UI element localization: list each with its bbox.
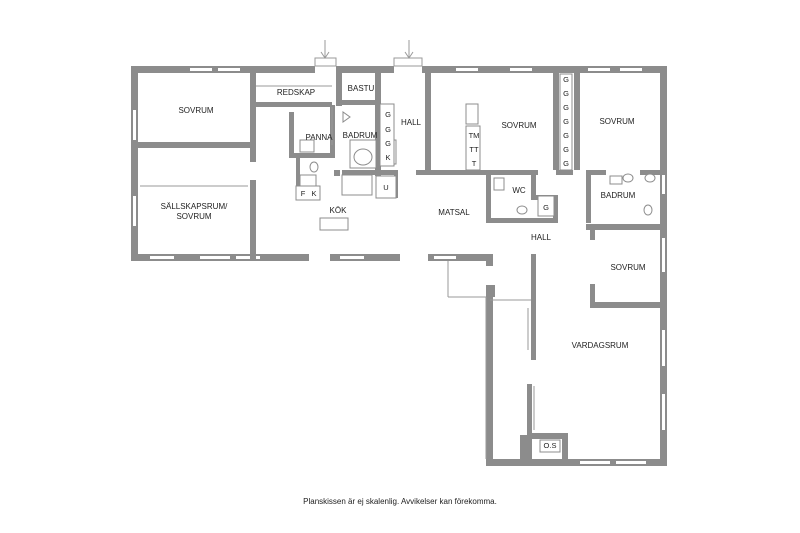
room-label-sovrum-3: SOVRUM bbox=[599, 117, 634, 126]
room-label-panna: PANNA bbox=[306, 133, 334, 142]
oven-label: U bbox=[383, 183, 388, 192]
wardrobe-label: G bbox=[563, 75, 569, 84]
windows bbox=[133, 68, 665, 464]
washer-label: TM bbox=[469, 131, 480, 140]
room-label-hall-1: HALL bbox=[401, 118, 422, 127]
room-label-bastu: BASTU bbox=[348, 84, 375, 93]
kitchen-label: K bbox=[385, 153, 390, 162]
wardrobe-label: G bbox=[385, 110, 391, 119]
room-label-redskap: REDSKAP bbox=[277, 88, 315, 97]
wardrobe-label: G bbox=[563, 103, 569, 112]
dryer-label: T bbox=[472, 159, 477, 168]
entrance-arrows bbox=[314, 40, 423, 67]
wardrobe-label: G bbox=[563, 159, 569, 168]
fixture-labels: G G G K TM TT T G G G G G G G F K U G O.… bbox=[301, 75, 569, 450]
room-label-badrum-1: BADRUM bbox=[343, 131, 378, 140]
fireplace-label: O.S bbox=[544, 441, 557, 450]
outer-walls bbox=[131, 66, 667, 466]
interior-walls bbox=[131, 66, 667, 466]
wardrobe-label: G bbox=[385, 125, 391, 134]
room-label-sovrum-2: SOVRUM bbox=[501, 121, 536, 130]
room-label-sallskapsrum-line2: SOVRUM bbox=[176, 212, 211, 221]
wardrobe-label: G bbox=[563, 117, 569, 126]
room-label-sovrum-4: SOVRUM bbox=[610, 263, 645, 272]
wardrobe-label: G bbox=[563, 145, 569, 154]
fridge-label: F bbox=[301, 189, 306, 198]
thin-lines bbox=[140, 73, 656, 459]
room-label-badrum-2: BADRUM bbox=[601, 191, 636, 200]
wardrobe-label: G bbox=[543, 203, 549, 212]
disclaimer-text: Planskissen är ej skalenlig. Avvikelser … bbox=[303, 497, 497, 506]
room-label-vardagsrum: VARDAGSRUM bbox=[572, 341, 629, 350]
freezer-label: K bbox=[311, 189, 316, 198]
room-label-sallskapsrum-line1: SÄLLSKAPSRUM/ bbox=[161, 202, 228, 211]
wardrobe-label: G bbox=[563, 131, 569, 140]
room-label-hall-2: HALL bbox=[531, 233, 552, 242]
room-label-sovrum-1: SOVRUM bbox=[178, 106, 213, 115]
wardrobe-label: G bbox=[563, 89, 569, 98]
room-label-matsal: MATSAL bbox=[438, 208, 470, 217]
room-label-kok: KÖK bbox=[330, 206, 348, 215]
room-label-wc: WC bbox=[512, 186, 526, 195]
drying-cabinet-label: TT bbox=[469, 145, 479, 154]
wardrobe-label: G bbox=[385, 139, 391, 148]
room-labels: SOVRUM REDSKAP BASTU PANNA BADRUM HALL S… bbox=[161, 84, 646, 350]
